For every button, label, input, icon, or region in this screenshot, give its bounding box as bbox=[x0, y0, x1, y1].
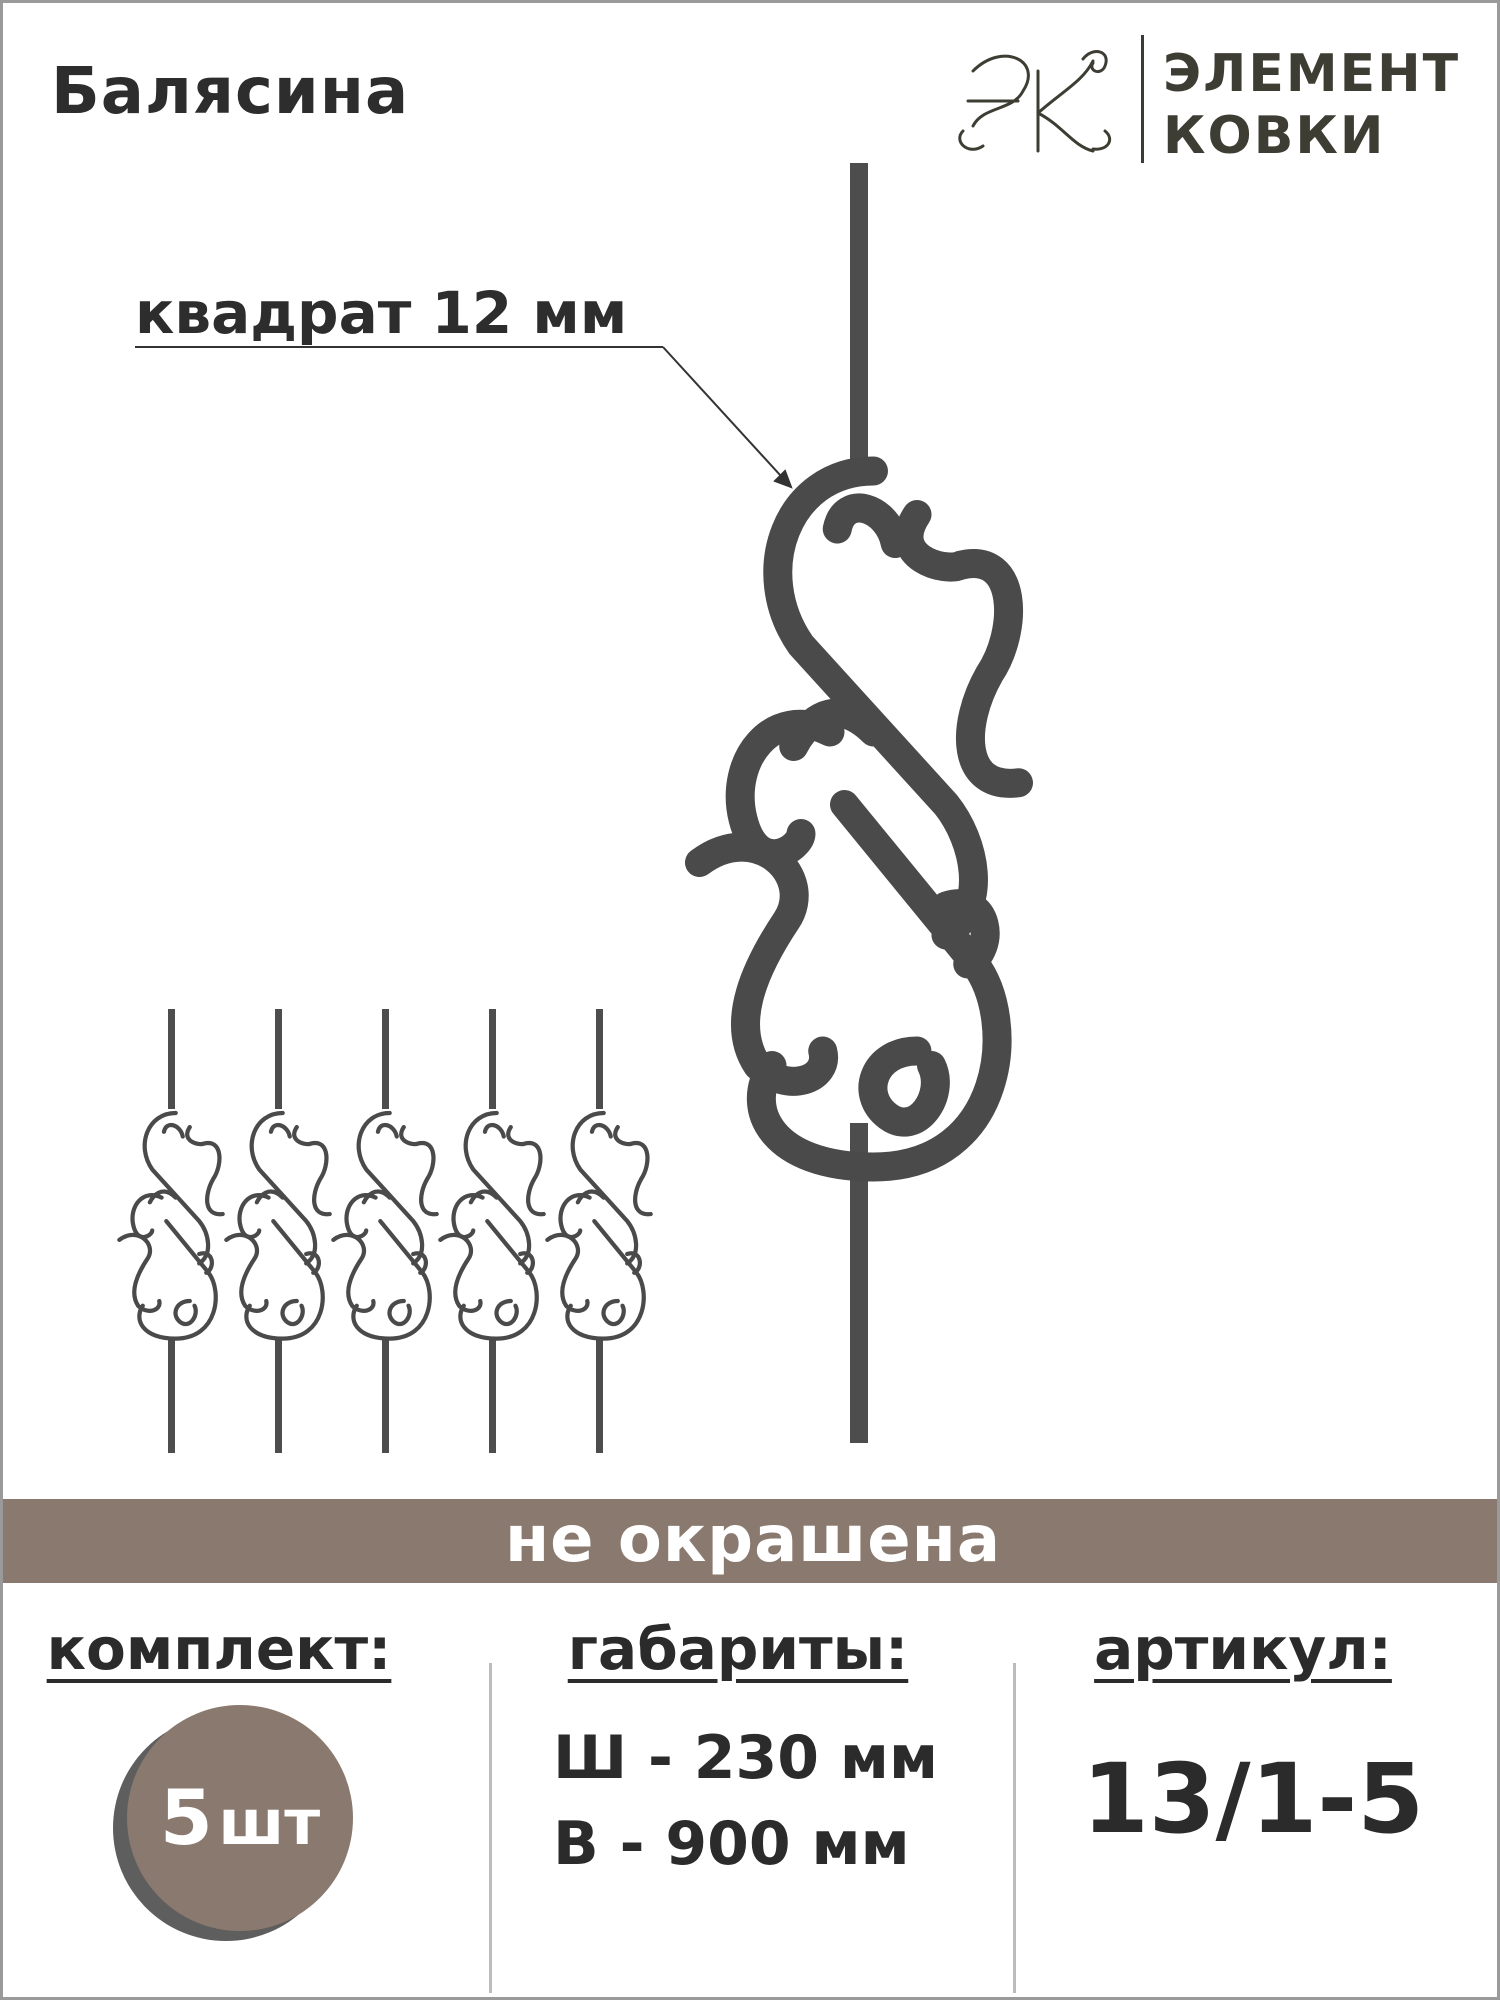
brand-name: ЭЛЕМЕНТ КОВКИ bbox=[1163, 43, 1460, 167]
mini-baluster bbox=[119, 1009, 223, 1453]
main-baluster bbox=[698, 163, 1020, 1443]
set-label: комплект: bbox=[46, 1615, 392, 1683]
mini-baluster bbox=[440, 1009, 544, 1453]
brand-name-line1: ЭЛЕМЕНТ bbox=[1163, 44, 1461, 104]
mini-baluster bbox=[333, 1009, 437, 1453]
column-divider bbox=[489, 1663, 492, 1993]
dims-label: габариты: bbox=[567, 1615, 909, 1683]
brand-name-line2: КОВКИ bbox=[1163, 106, 1386, 166]
finish-banner: не окрашена bbox=[3, 1499, 1497, 1583]
sku-label: артикул: bbox=[1094, 1615, 1392, 1683]
height-value: В - 900 мм bbox=[553, 1809, 910, 1879]
qty-badge: 5 шт bbox=[127, 1705, 353, 1931]
qty-unit: шт bbox=[218, 1786, 321, 1859]
callout-pointer bbox=[135, 346, 793, 489]
brand-logo: ЭЛЕМЕНТ КОВКИ bbox=[943, 31, 1463, 171]
dimensions: Ш - 230 мм В - 900 мм bbox=[553, 1715, 938, 1887]
sku-value: 13/1-5 bbox=[1081, 1743, 1425, 1855]
set-preview bbox=[119, 1009, 651, 1453]
monogram-icon bbox=[958, 50, 1112, 153]
mini-baluster bbox=[547, 1009, 651, 1453]
column-divider bbox=[1013, 1663, 1016, 1993]
mini-baluster bbox=[226, 1009, 330, 1453]
qty-count: 5 bbox=[159, 1773, 213, 1862]
baluster-illustration bbox=[119, 163, 1020, 1453]
product-title: Балясина bbox=[51, 55, 410, 129]
logo-divider bbox=[1141, 35, 1144, 163]
material-callout: квадрат 12 мм bbox=[135, 279, 628, 347]
width-value: Ш - 230 мм bbox=[553, 1723, 939, 1793]
